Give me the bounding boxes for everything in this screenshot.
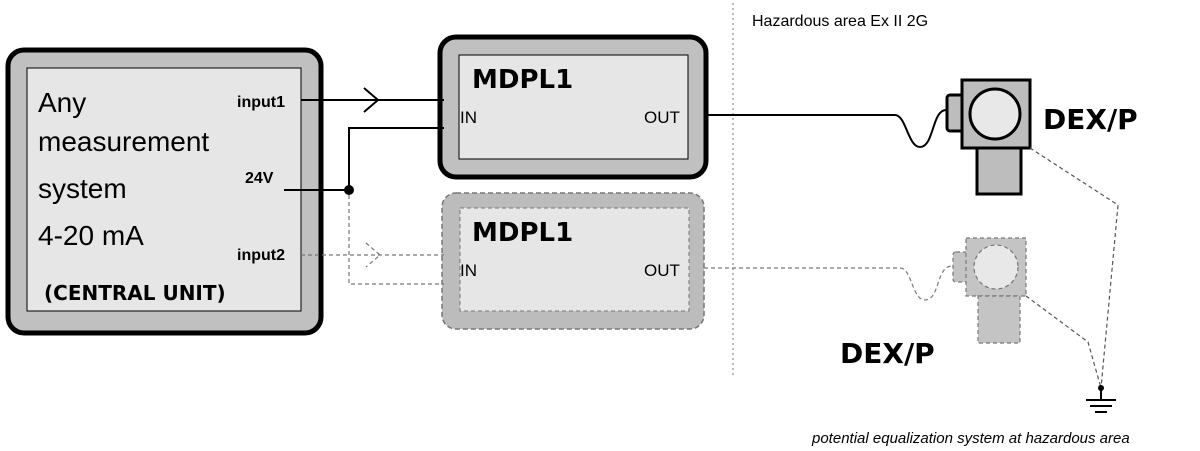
central-unit: Any measurement system 4-20 mA (CENTRAL … [5,47,324,336]
mdpl-bottom-in-label: IN [460,261,477,280]
dex-bottom-device-icon [952,237,1027,344]
junction-dot [344,185,354,195]
mdpl-top-in-label: IN [460,108,477,127]
dex-top-label: DEX/P [1043,103,1138,136]
port-input1-label: input1 [237,94,285,111]
wire-out-top [706,109,947,149]
mdpl-bottom-box: MDPL1 IN OUT [441,192,705,330]
arrow-input2-icon [365,242,381,268]
wire-24v-feed [348,127,444,190]
mdpl-bottom-out-label: OUT [644,261,680,280]
dex-bottom-label: DEX/P [840,337,935,370]
central-unit-line-3: system [38,173,127,204]
central-unit-line-2: measurement [38,126,209,157]
port-input2-label: input2 [237,247,285,264]
mdpl-bottom-title: MDPL1 [472,218,573,248]
hazard-area-label: Hazardous area Ex II 2G [752,13,928,30]
mdpl-top-title: MDPL1 [472,65,573,95]
solid-wiring [284,87,947,191]
central-unit-line-1: Any [38,87,86,118]
central-unit-sublabel: (CENTRAL UNIT) [44,281,226,305]
equalization-wiring [1025,147,1119,389]
mdpl-top-box: MDPL1 IN OUT [437,34,709,180]
port-24v-label: 24V [245,170,274,187]
dashed-wiring [301,195,953,301]
arrow-input1-icon [363,87,380,113]
central-unit-line-4: 4-20 mA [38,220,144,251]
ground-caption: potential equalization system at hazardo… [811,430,1130,447]
dex-top-device-icon [945,78,1032,196]
mdpl-top-out-label: OUT [644,108,680,127]
wire-out-bottom [704,265,953,301]
wire-feed-bottom [348,195,444,285]
ground-icon [1086,388,1116,413]
